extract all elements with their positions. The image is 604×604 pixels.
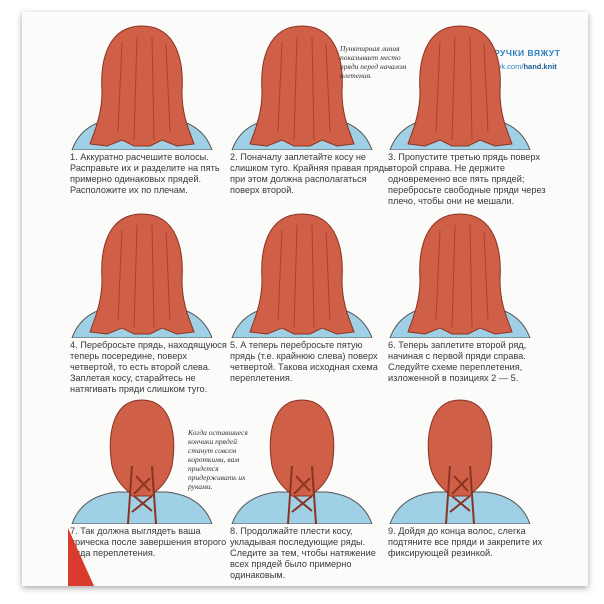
step-caption: 5. А теперь перебросьте пятую прядь (т.е… — [230, 340, 378, 383]
hair-illustration — [222, 210, 382, 338]
step-9: 9. Дойдя до конца волос, слегка подтянит… — [380, 396, 545, 586]
step-caption: 9. Дойдя до конца волос, слегка подтянит… — [388, 526, 543, 558]
step-caption: 7. Так должна выглядеть ваша прическа по… — [70, 526, 227, 558]
watermark-title: РУЧКИ ВЯЖУТ — [494, 48, 561, 58]
step-8: 8. Продолжайте плести косу, укладывая по… — [222, 396, 387, 586]
watermark-url: vk.com/hand.knit — [497, 62, 557, 71]
step-5: 5. А теперь перебросьте пятую прядь (т.е… — [222, 210, 387, 400]
hair-illustration — [380, 396, 540, 524]
hair-illustration — [222, 22, 382, 150]
hair-illustration — [62, 210, 222, 338]
dotted-line-note: Пунктирная линия показывает место пряди … — [340, 44, 407, 80]
watermark: РУЧКИ ВЯЖУТ vk.com/hand.knit — [494, 48, 560, 71]
hair-illustration — [380, 22, 540, 150]
hair-illustration — [380, 210, 540, 338]
step-6: 6. Теперь заплетите второй ряд, начиная … — [380, 210, 545, 400]
step-caption: 1. Аккуратно расчешите волосы. Расправьт… — [70, 152, 220, 195]
step-caption: 4. Перебросьте прядь, находящуюся теперь… — [70, 340, 227, 394]
step-caption: 3. Пропустите третью прядь поверх второй… — [388, 152, 546, 206]
step-7: 7. Так должна выглядеть ваша прическа по… — [62, 396, 227, 586]
step-3: 3. Пропустите третью прядь поверх второй… — [380, 22, 546, 212]
step-2: 2. Поначалу заплетайте косу не слишком т… — [222, 22, 389, 212]
hair-illustration — [62, 22, 222, 150]
step-caption: 6. Теперь заплетите второй ряд, начиная … — [388, 340, 527, 383]
red-corner-accent — [68, 528, 94, 586]
hair-illustration — [222, 396, 382, 524]
step-1: 1. Аккуратно расчешите волосы. Расправьт… — [62, 22, 227, 212]
step-caption: 2. Поначалу заплетайте косу не слишком т… — [230, 152, 389, 195]
short-strands-note: Когда оставшиеся кончики прядей станут с… — [188, 428, 248, 491]
step-4: 4. Перебросьте прядь, находящуюся теперь… — [62, 210, 227, 400]
step-caption: 8. Продолжайте плести косу, укладывая по… — [230, 526, 376, 580]
